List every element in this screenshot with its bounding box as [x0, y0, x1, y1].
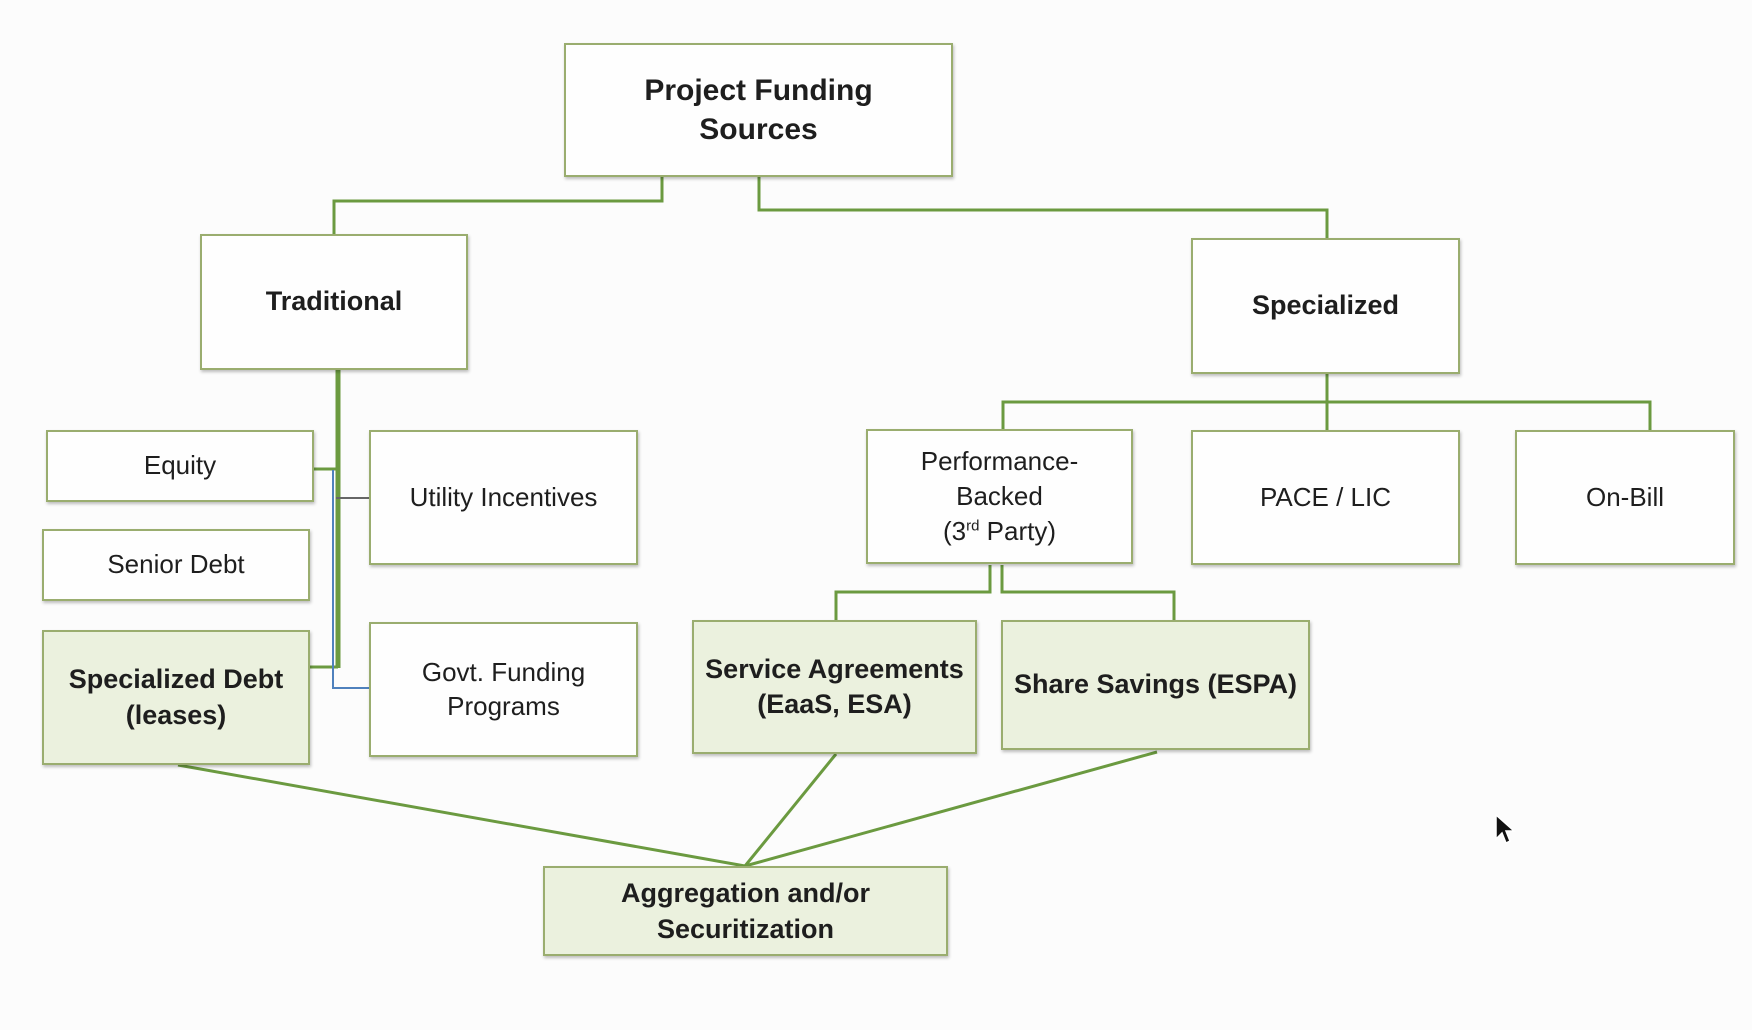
superscript: rd — [966, 517, 980, 535]
node-label-part: (3 — [942, 516, 967, 547]
node-on-bill: On-Bill — [1515, 430, 1735, 565]
edge-service-aggregation — [743, 753, 838, 867]
node-label: Utility Incentives — [409, 481, 598, 512]
node-label: Aggregation and/or — [621, 877, 870, 908]
node-label-third-party: (3rd Party) — [921, 514, 1079, 549]
node-share-savings: Share Savings (ESPA) — [1001, 620, 1310, 750]
edge-specialized-bar — [1001, 400, 1652, 430]
node-specialized: Specialized — [1191, 238, 1460, 374]
node-label: Traditional — [265, 286, 403, 317]
node-traditional: Traditional — [200, 234, 468, 370]
node-aggregation-securitization: Aggregation and/or Securitization — [543, 866, 948, 956]
edge-root-specialized — [757, 177, 1329, 238]
node-equity: Equity — [46, 430, 314, 502]
node-specialized-debt: Specialized Debt (leases) — [42, 630, 310, 765]
node-label: Project Funding — [644, 74, 873, 107]
node-utility-incentives: Utility Incentives — [369, 430, 638, 565]
node-label: Govt. Funding — [421, 656, 586, 687]
node-label: Performance- — [920, 445, 1079, 476]
node-senior-debt: Senior Debt — [42, 529, 310, 601]
node-govt-funding-programs: Govt. Funding Programs — [369, 622, 638, 757]
node-label-part: Party) — [979, 516, 1057, 547]
node-label: Senior Debt — [107, 549, 245, 580]
node-label: Securitization — [656, 914, 835, 944]
node-label: Programs — [447, 690, 560, 721]
node-label: (leases) — [125, 699, 227, 730]
node-label: Service Agreements — [705, 653, 964, 684]
edge-specdebt-aggregation — [177, 763, 746, 868]
node-service-agreements: Service Agreements (EaaS, ESA) — [692, 620, 977, 754]
node-label: Sources — [699, 113, 818, 146]
node-label: Specialized — [1251, 290, 1400, 321]
node-label: (EaaS, ESA) — [757, 689, 912, 719]
node-label: On-Bill — [1585, 481, 1664, 512]
node-project-funding-sources: Project Funding Sources — [564, 43, 953, 177]
node-pace-lic: PACE / LIC — [1191, 430, 1460, 565]
node-performance-backed: Performance- Backed (3rd Party) — [866, 429, 1133, 564]
node-label: Backed — [956, 480, 1043, 511]
edge-share-aggregation — [744, 750, 1158, 868]
node-label: Specialized Debt — [68, 664, 284, 695]
edge-root-traditional — [332, 177, 664, 234]
edge-performance-share — [1000, 565, 1176, 622]
node-label: Share Savings (ESPA) — [1013, 669, 1298, 700]
edge-performance-service — [834, 565, 992, 622]
node-label: PACE / LIC — [1259, 481, 1391, 512]
node-label: Equity — [143, 450, 217, 481]
edge-traditional-govt — [332, 470, 369, 689]
mouse-cursor-icon — [1495, 813, 1516, 845]
